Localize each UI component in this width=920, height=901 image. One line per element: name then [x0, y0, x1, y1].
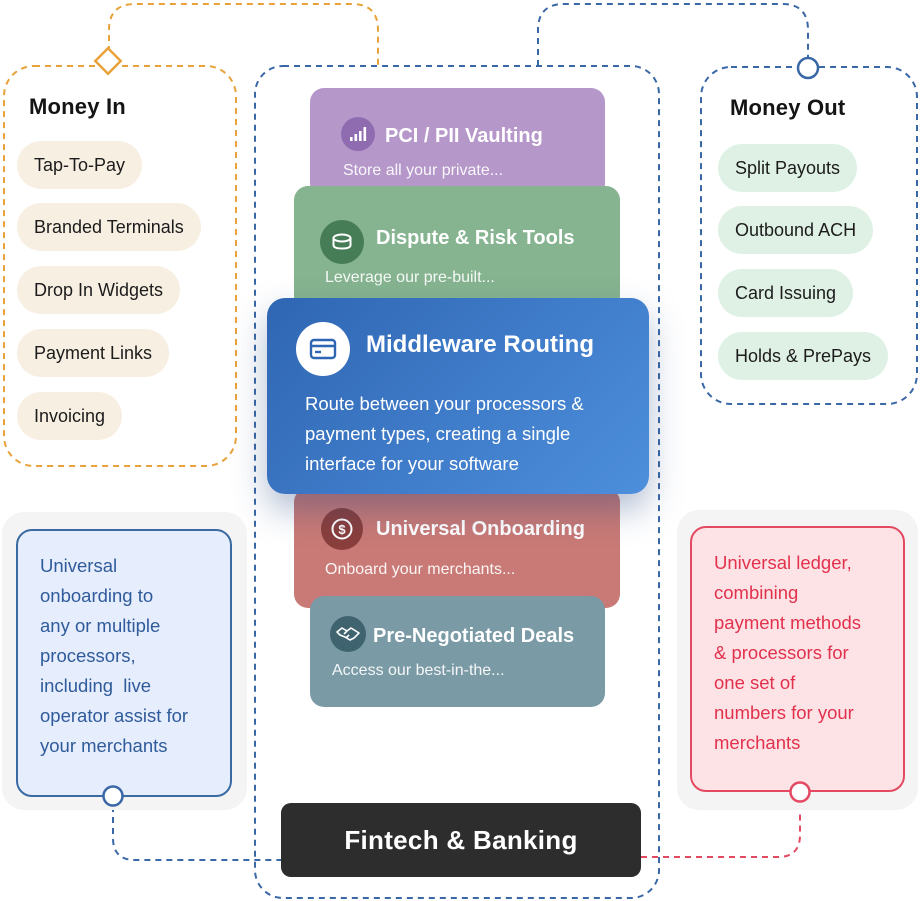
note-line: one set of	[714, 672, 796, 693]
dollar-circle-icon: $	[321, 508, 363, 550]
card-title: Middleware Routing	[366, 331, 594, 358]
description-line: payment types, creating a single	[305, 423, 571, 444]
handshake-icon	[330, 616, 366, 652]
money-in-item-invoicing[interactable]: Invoicing	[17, 392, 123, 440]
card-title: Dispute & Risk Tools	[376, 227, 575, 249]
note-line: onboarding to	[40, 585, 154, 606]
money-in-connector	[108, 3, 379, 66]
fintech-banking-block[interactable]: Fintech & Banking	[281, 803, 641, 877]
coin-stack-icon	[320, 220, 364, 264]
note-line: combining	[714, 582, 799, 603]
description-line: interface for your software	[305, 453, 519, 474]
left-note-node	[102, 785, 124, 807]
card-description: Route between your processors & payment …	[305, 389, 584, 479]
left-note-connector	[112, 806, 281, 861]
money-in-item-payment-links[interactable]: Payment Links	[17, 329, 170, 377]
card-pci-pii-vaulting[interactable]: PCI / PII Vaulting Store all your privat…	[310, 88, 605, 198]
svg-text:$: $	[338, 522, 346, 537]
money-out-title: Money Out	[730, 95, 846, 120]
signal-bars-icon	[341, 117, 375, 151]
card-pre-negotiated-deals[interactable]: Pre-Negotiated Deals Access our best-in-…	[310, 596, 605, 707]
right-note: Universal ledger, combining payment meth…	[690, 526, 905, 792]
note-line: & processors for	[714, 642, 849, 663]
card-description: Leverage our pre-built...	[325, 269, 495, 286]
card-universal-onboarding[interactable]: $ Universal Onboarding Onboard your merc…	[294, 488, 620, 608]
card-title: Universal Onboarding	[376, 518, 585, 540]
note-line: payment methods	[714, 612, 862, 633]
money-out-item-outbound-ach[interactable]: Outbound ACH	[718, 206, 874, 254]
money-in-item-tap-to-pay[interactable]: Tap-To-Pay	[17, 141, 143, 189]
money-out-item-holds-prepays[interactable]: Holds & PrePays	[718, 332, 889, 380]
credit-card-icon	[296, 322, 350, 376]
description-line: Route between your processors &	[305, 393, 584, 414]
right-note-connector	[641, 802, 801, 858]
money-in-item-drop-in-widgets[interactable]: Drop In Widgets	[17, 266, 181, 314]
money-out-item-split-payouts[interactable]: Split Payouts	[718, 144, 858, 192]
note-line: including live	[40, 675, 152, 696]
note-line: your merchants	[40, 735, 168, 756]
note-line: numbers for your	[714, 702, 854, 723]
card-description: Access our best-in-the...	[332, 662, 505, 679]
note-line: Universal ledger,	[714, 552, 852, 573]
money-out-connector	[537, 3, 809, 66]
note-line: processors,	[40, 645, 136, 666]
card-description: Store all your private...	[343, 162, 504, 179]
right-note-node	[789, 781, 811, 803]
left-note: Universal onboarding to any or multiple …	[16, 529, 232, 797]
note-line: merchants	[714, 732, 801, 753]
note-line: any or multiple	[40, 615, 161, 636]
card-title: Pre-Negotiated Deals	[373, 625, 575, 647]
note-line: operator assist for	[40, 705, 189, 726]
money-in-title: Money In	[29, 94, 126, 119]
card-dispute-risk-tools[interactable]: Dispute & Risk Tools Leverage our pre-bu…	[294, 186, 620, 310]
note-line: Universal	[40, 555, 118, 576]
card-middleware-routing[interactable]: Middleware Routing Route between your pr…	[267, 298, 649, 494]
card-description: Onboard your merchants...	[325, 561, 516, 578]
money-out-item-card-issuing[interactable]: Card Issuing	[718, 269, 854, 317]
card-title: PCI / PII Vaulting	[385, 125, 543, 147]
money-out-node	[796, 56, 820, 80]
money-in-item-branded-terminals[interactable]: Branded Terminals	[17, 203, 201, 251]
diamond-node	[93, 46, 123, 76]
